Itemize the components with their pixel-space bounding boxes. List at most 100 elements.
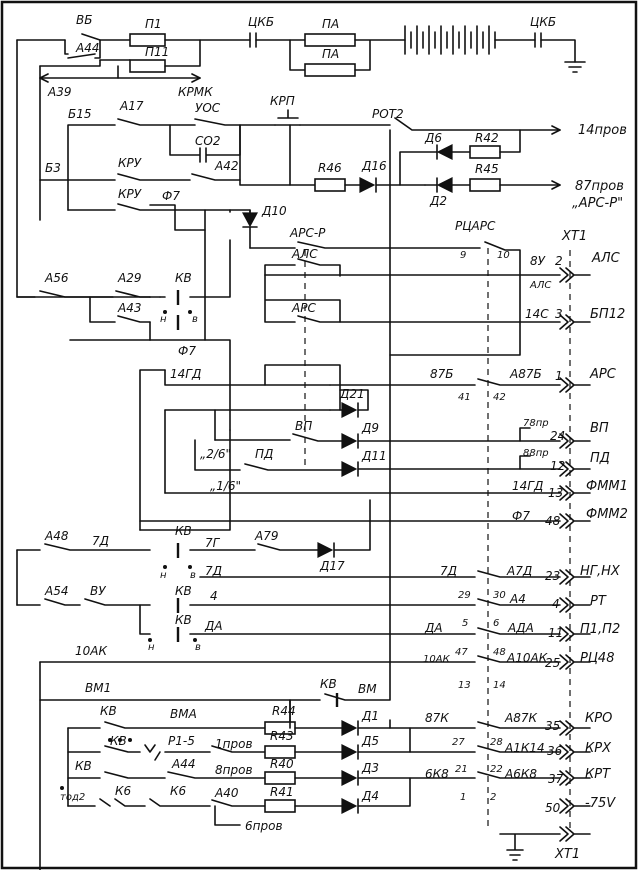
- label-rtsars: РЦАРС: [455, 219, 496, 233]
- label-n14: 14: [493, 680, 506, 691]
- label-d6: Д6: [424, 131, 442, 145]
- label-n6: 6: [493, 618, 499, 629]
- label-ngnh: НГ,НХ: [580, 564, 621, 579]
- label-d16: Д16: [361, 159, 387, 173]
- label-r40: R40: [270, 757, 294, 771]
- label-s26: „2/6": [200, 447, 231, 461]
- label-a87k: А87К: [504, 711, 537, 725]
- label-a10ak: А10АК: [506, 651, 548, 665]
- label-a48: А48: [44, 529, 69, 543]
- krp-section: [39, 109, 561, 830]
- label-krkh: КРХ: [585, 741, 612, 756]
- label-tod2: тод2: [60, 792, 85, 803]
- label-r45: R45: [475, 162, 499, 176]
- label-als-sw: АЛС: [291, 247, 318, 261]
- label-a43: А43: [117, 301, 141, 315]
- label-d5: Д5: [361, 734, 379, 748]
- label-10ak2: 10АК: [423, 654, 451, 665]
- label-kv2: КВ: [175, 524, 192, 538]
- label-h3: н: [148, 642, 155, 653]
- label-krp: КРП: [270, 94, 295, 108]
- label-h1: н: [160, 314, 167, 325]
- label-pin3: 3: [555, 307, 563, 321]
- label-n42: 42: [493, 392, 506, 403]
- label-als-out: АЛС: [591, 251, 621, 266]
- label-v2: в: [190, 570, 196, 581]
- label-vma: ВМА: [170, 707, 197, 721]
- label-d21: Д21: [339, 387, 365, 401]
- label-7d2: 7Д: [205, 564, 222, 578]
- label-pin1: 1: [555, 369, 563, 383]
- label-krt: КРТ: [585, 767, 611, 782]
- label-n8u: 8У: [530, 254, 546, 268]
- label-n48: 48: [493, 647, 506, 658]
- label-bp12: БП12: [590, 307, 625, 322]
- label-pin23: 23: [545, 569, 560, 583]
- label-a29: А29: [117, 271, 141, 285]
- label-vp-sw: ВП: [295, 419, 312, 433]
- label-a44-bot: А44: [171, 757, 195, 771]
- label-a4: А4: [509, 592, 526, 606]
- label-n41: 41: [458, 392, 471, 403]
- label-p11: П11: [145, 45, 169, 59]
- label-d4: Д4: [361, 789, 379, 803]
- label-co2: СО2: [195, 134, 220, 148]
- label-a79: А79: [254, 529, 278, 543]
- label-rot2: РОТ2: [372, 107, 404, 121]
- label-pd-out: ПД: [590, 451, 610, 466]
- label-a40: А40: [214, 786, 239, 800]
- label-kv1: КВ: [175, 271, 192, 285]
- label-p1: П1: [145, 17, 162, 31]
- label-kv8: КВ: [75, 759, 92, 773]
- label-r46: R46: [318, 161, 342, 175]
- label-pin48: 48: [545, 514, 561, 528]
- label-a42: А42: [214, 159, 238, 173]
- label-r44: R44: [272, 704, 296, 718]
- junction-dots: [60, 310, 197, 790]
- label-r42: R42: [475, 131, 499, 145]
- label-als-small: АЛС: [529, 280, 551, 291]
- label-6prov: 6пров: [245, 819, 283, 833]
- label-pin50: 50: [545, 801, 561, 815]
- label-r43: R43: [270, 729, 294, 743]
- label-f7-top: Ф7: [162, 189, 180, 203]
- label-k6a: К6: [115, 784, 132, 798]
- label-pin36: 36: [547, 744, 563, 758]
- label-a7d: А7Д: [506, 564, 532, 578]
- label-d9: Д9: [361, 421, 379, 435]
- label-pin11: 11: [548, 626, 563, 640]
- label-n28: 28: [490, 737, 503, 748]
- label-pin2: 2: [555, 254, 563, 268]
- label-a1k14: А1К14: [504, 741, 545, 755]
- label-78pr: 78пр: [523, 418, 549, 429]
- label-87k: 87К: [425, 711, 449, 725]
- label-87prov: 87пров: [575, 179, 624, 194]
- label-da2: ДА: [424, 621, 443, 635]
- label-d3: Д3: [361, 761, 379, 775]
- label-vu: ВУ: [90, 584, 106, 598]
- label-vp-out: ВП: [590, 421, 609, 436]
- label-fmm1: ФММ1: [586, 479, 628, 494]
- bottom-section: [39, 129, 591, 861]
- label-87b: 87Б: [430, 367, 454, 381]
- label-n2: 2: [490, 792, 496, 803]
- label-a39: А39: [47, 85, 71, 99]
- label-xt1-top: ХТ1: [561, 229, 587, 244]
- label-vm: ВМ: [358, 682, 377, 696]
- a48-section: [16, 499, 561, 870]
- label-6k8: 6К8: [425, 767, 449, 781]
- label-tskb: ЦКБ: [248, 15, 274, 29]
- label-ars-sw: АРС: [291, 301, 316, 315]
- label-r41: R41: [270, 785, 294, 799]
- label-n22: 22: [490, 764, 503, 775]
- label-n29: 29: [458, 590, 471, 601]
- label-7d3: 7Д: [440, 564, 457, 578]
- label-a44-top: А44: [75, 41, 99, 55]
- label-14gd2: 14ГД: [512, 479, 543, 493]
- label-n13: 13: [458, 680, 471, 691]
- label-kro: КРО: [585, 711, 612, 726]
- label-pd-sw: ПД: [255, 447, 273, 461]
- label-n47: 47: [455, 647, 468, 658]
